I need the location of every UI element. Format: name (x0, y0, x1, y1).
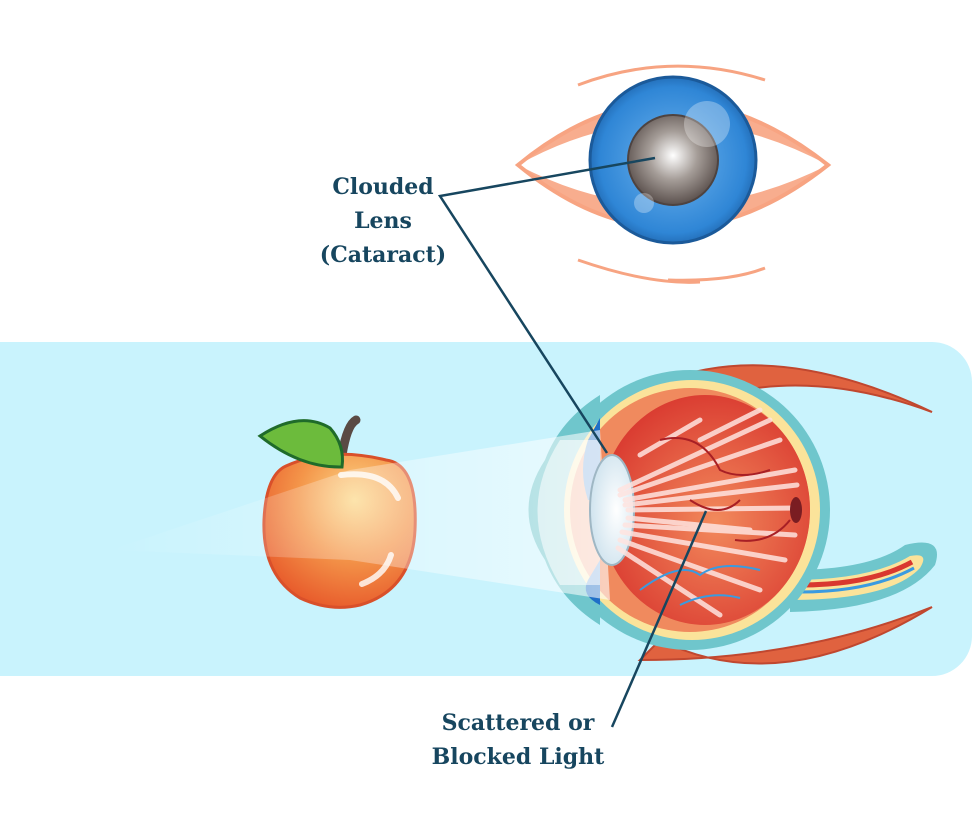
leader-line-scattered (610, 510, 708, 728)
label-line: Blocked Light (431, 744, 605, 770)
label-line: (Cataract) (319, 242, 447, 268)
leader-line-cataract (437, 156, 656, 454)
label-line: Lens (354, 208, 412, 234)
label-line: Scattered or (441, 710, 595, 736)
label-scattered-blocked-light: Scattered or Blocked Light (418, 706, 618, 774)
eye-cross-section-icon (110, 370, 937, 650)
label-clouded-lens-cataract: Clouded Lens (Cataract) (298, 170, 468, 272)
leader-lines (437, 156, 708, 728)
eye-front-icon (514, 64, 832, 284)
label-line: Clouded (332, 174, 434, 200)
